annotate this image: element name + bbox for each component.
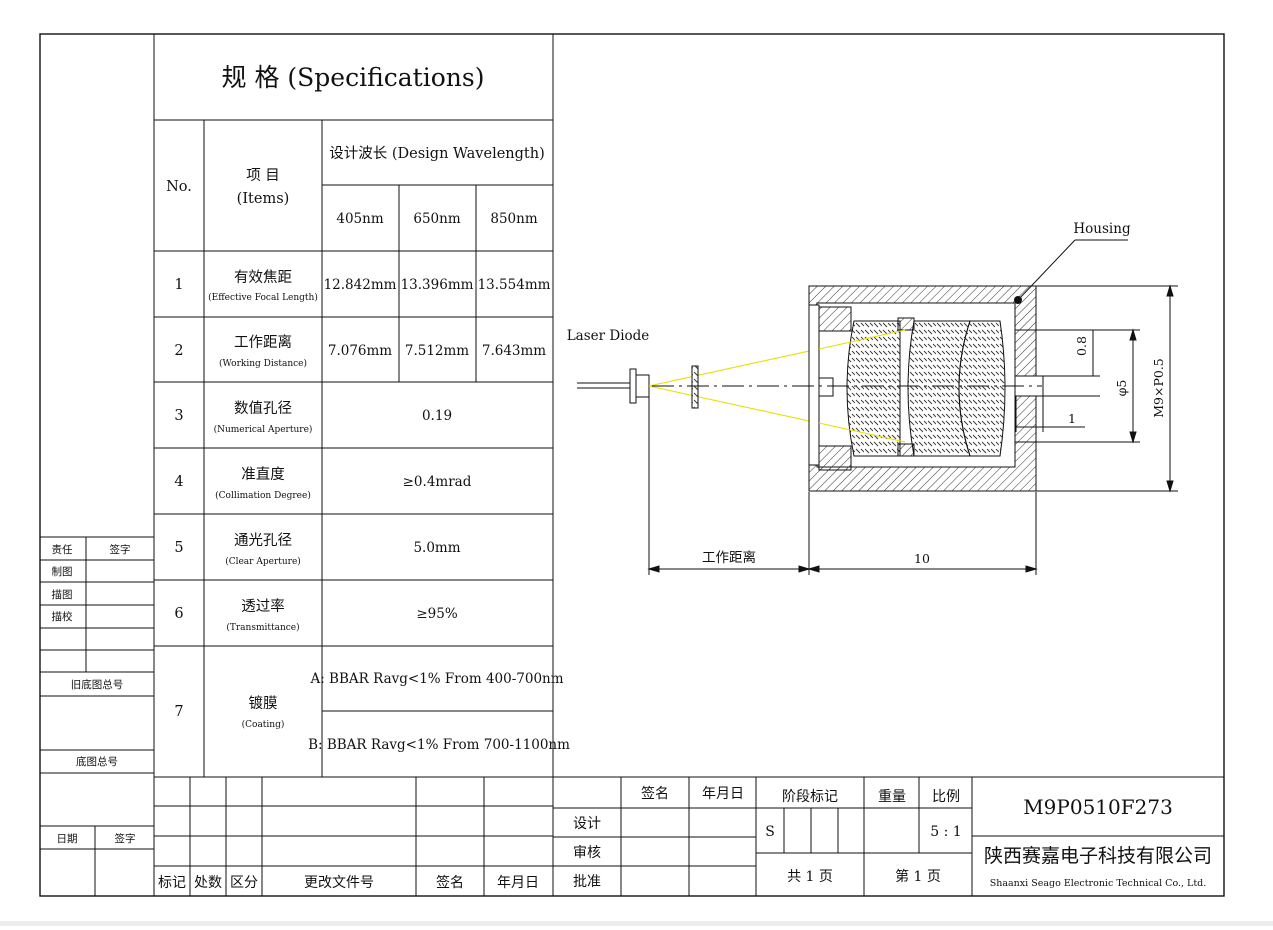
row1-val-405: 12.842mm [324,277,397,293]
row5-value: 5.0mm [413,540,460,556]
row7-cn: 镀膜 [249,695,278,712]
weight-header: 重量 [878,789,906,805]
page-number: 第 1 页 [895,868,941,885]
laser-diode [577,368,650,404]
housing-label: Housing [1073,221,1131,237]
row5-no: 5 [174,540,183,556]
row7-no: 7 [174,704,183,720]
row1-val-650: 13.396mm [401,277,474,293]
total-pages: 共 1 页 [787,869,833,885]
row1-cn: 有效焦距 [234,269,292,286]
row5-cn: 通光孔径 [234,532,292,549]
row2-no: 2 [174,343,183,359]
lens-elements [846,317,1006,457]
row2-val-405: 7.076mm [328,343,392,359]
row2-val-650: 7.512mm [405,343,469,359]
lens-assembly-drawing [577,239,1128,492]
rays-overlay [818,329,906,443]
row7-coating-a: A: BBAR Ravg<1% From 400-700nm [309,671,563,687]
rev-header-date: 年月日 [497,875,539,891]
working-distance-label: 工作距离 [702,549,756,566]
row4-en: (Collimation Degree) [215,490,311,501]
row3-no: 3 [174,408,183,424]
approval-header-date: 年月日 [702,786,744,802]
housing-leader [1017,239,1076,301]
row2-en: (Working Distance) [219,358,307,369]
row2-val-850: 7.643mm [482,343,546,359]
approval-review: 审核 [573,845,601,861]
row7-coating-b: B: BBAR Ravg<1% From 700-1100nm [308,737,570,753]
stage-header: 阶段标记 [782,789,838,805]
row6-value: ≥95% [416,606,457,622]
drawing-frame [39,33,1225,897]
aperture-ring [691,365,699,409]
title-block-grid [154,777,1224,896]
left-row-draw: 制图 [52,565,73,578]
row2-cn: 工作距离 [234,334,292,351]
spec-header-items-en: (Items) [237,191,290,207]
scale-header: 比例 [932,789,960,805]
approval-approve: 批准 [573,874,601,890]
dimension-lines [647,284,1178,575]
left-row-trace: 描图 [52,588,73,601]
row3-en: (Numerical Aperture) [214,424,313,435]
row6-en: (Transmittance) [226,622,299,633]
rev-header-zone: 区分 [230,875,258,891]
company-name-en: Shaanxi Seago Electronic Technical Co., … [990,878,1207,889]
rev-header-mark: 标记 [158,875,186,891]
row6-no: 6 [174,606,183,622]
part-number: M9P0510F273 [1023,795,1173,819]
row4-cn: 准直度 [241,466,285,483]
thread-dimension: M9×P0.5 [1151,358,1166,418]
left-sign-label: 签字 [110,543,131,556]
scale-value: 5 : 1 [930,824,961,840]
row1-en: (Effective Focal Length) [208,292,318,303]
spec-header-items-cn: 项 目 [246,168,280,184]
spec-table-grid [154,34,1224,896]
left-old-no: 旧底图总号 [71,678,124,691]
rev-header-sign: 签名 [436,874,464,891]
left-sign2: 签字 [115,832,136,845]
left-date: 日期 [57,833,78,845]
row5-en: (Clear Aperture) [225,556,301,567]
row7-en: (Coating) [242,719,285,730]
wavelength-650: 650nm [413,211,460,227]
small-dimension-1: 1 [1068,411,1076,426]
left-row-check: 描校 [52,610,73,623]
bottom-strip [0,921,1273,926]
length-dimension: 10 [914,551,930,566]
small-dimension-0-8: 0.8 [1074,336,1089,356]
wavelength-405: 405nm [336,211,383,227]
row1-val-850: 13.554mm [478,277,551,293]
row3-value: 0.19 [422,408,452,424]
row4-value: ≥0.4mrad [403,474,472,490]
rev-header-count: 处数 [194,875,222,891]
aperture-dimension: φ5 [1114,380,1129,397]
row1-no: 1 [174,277,183,293]
left-side-panel [40,34,155,896]
rev-header-doc: 更改文件号 [304,875,374,891]
approval-design: 设计 [573,816,601,832]
row3-cn: 数值孔径 [234,400,292,417]
row4-no: 4 [174,474,183,490]
left-resp-label: 责任 [52,543,73,556]
row6-cn: 透过率 [241,598,285,615]
approval-header-sign: 签名 [641,785,669,802]
stage-value: S [765,824,775,840]
spec-title: 规 格 (Specifications) [222,63,485,92]
wavelength-850: 850nm [490,211,537,227]
spec-header-wavelength: 设计波长 (Design Wavelength) [329,145,545,162]
company-name-cn: 陕西赛嘉电子科技有限公司 [984,845,1212,867]
left-base-no: 底图总号 [76,755,118,768]
laser-diode-label: Laser Diode [567,328,650,344]
spec-header-no: No. [166,179,192,195]
